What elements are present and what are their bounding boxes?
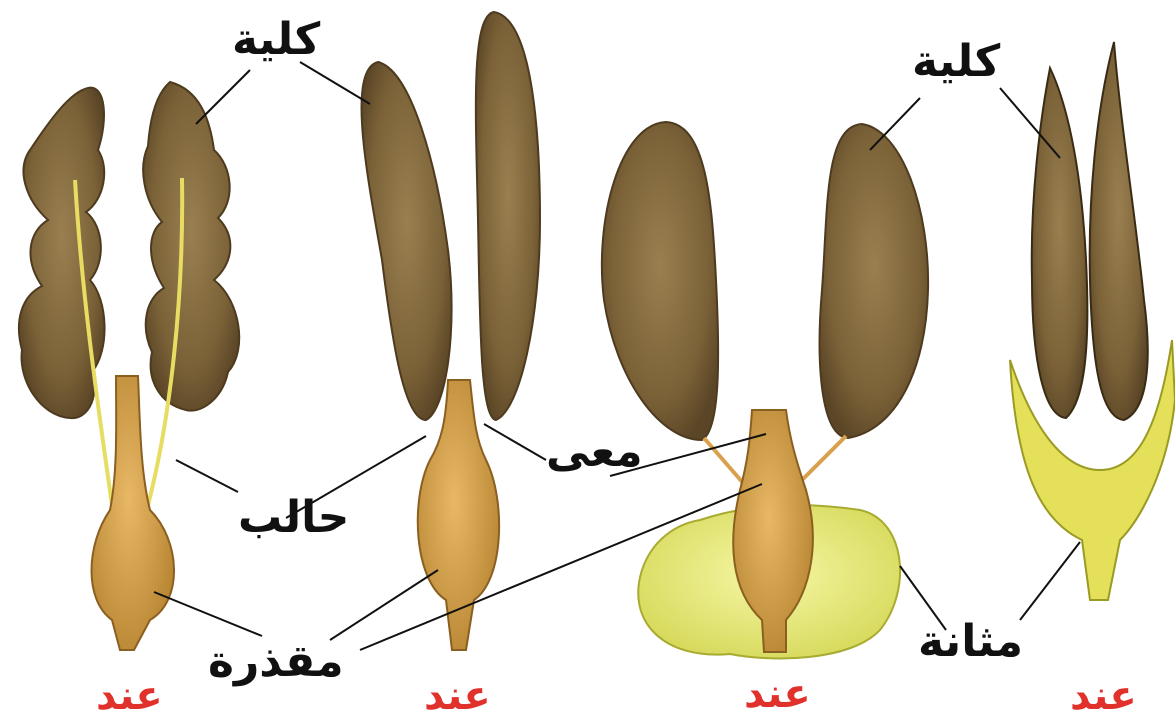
kidney-right-long [476,12,540,420]
figure-1-lobed-kidneys [19,82,239,650]
caption-1: عند [96,676,163,716]
leader-kidney-1b [300,62,370,104]
caption-3: عند [744,674,811,714]
caption-4: عند [1070,676,1137,716]
figure-3-bean-kidneys [602,122,928,658]
leader-cloaca-2 [330,570,438,640]
leader-ureter-1 [176,460,238,492]
kidney-right-bean [820,124,929,438]
label-kidney-left: كلية [232,18,320,62]
label-ureter: حالب [238,496,349,540]
label-cloaca: مقذرة [208,640,344,684]
leader-kidney-3 [870,98,920,150]
leader-intestine-1 [484,424,546,460]
kidney-left-pointed [1032,68,1088,418]
kidney-right-pointed [1090,42,1148,420]
label-kidney-right: كلية [912,40,1000,84]
kidney-left-long [362,62,452,420]
kidney-left-bean [602,122,718,440]
ureter-right-3 [800,436,846,482]
kidney-right-lobed [143,82,239,411]
label-bladder: مثانة [918,620,1023,664]
figure-2-long-kidneys [362,12,540,650]
leader-bladder-4 [1020,542,1080,620]
cloaca-1 [92,376,175,650]
label-intestine: معى [546,430,643,474]
leader-cloaca-1 [154,592,262,636]
leader-lines [154,62,1080,650]
figure-4-pointed-kidneys [1010,42,1175,600]
leader-kidney-1a [196,70,250,124]
yellow-base [1010,340,1175,600]
caption-2: عند [424,676,491,716]
